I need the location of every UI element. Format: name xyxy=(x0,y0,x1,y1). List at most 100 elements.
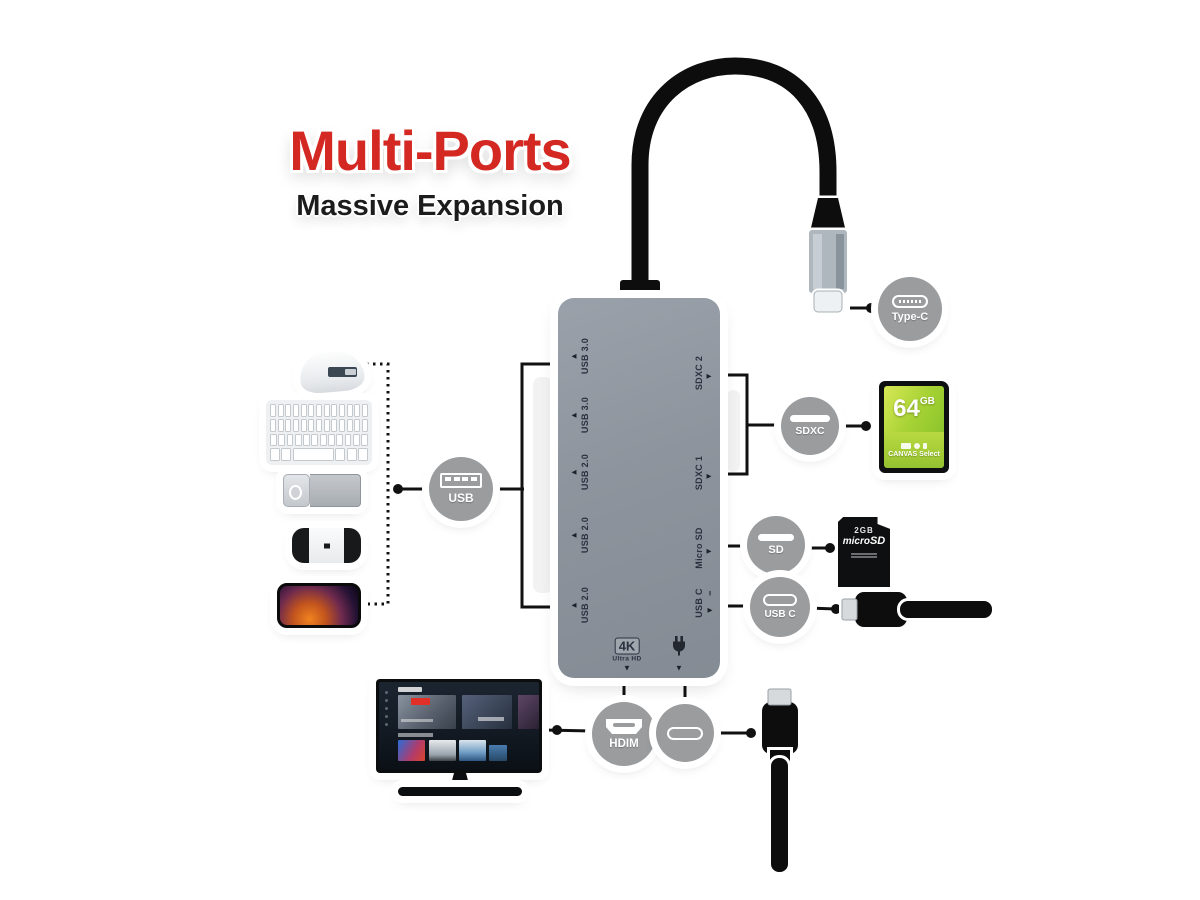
tv-ui-thumbnail xyxy=(398,740,426,762)
monitor-line xyxy=(543,728,593,733)
port-arrow-icon: ▶ xyxy=(706,373,712,380)
usb-c-host-plug xyxy=(806,195,850,315)
subtitle: Massive Expansion xyxy=(296,190,564,222)
port-arrow-icon: ◀ xyxy=(571,532,577,539)
4k-badge: 4K xyxy=(614,637,640,655)
keyboard-row xyxy=(270,433,369,447)
key-fob-button xyxy=(323,543,330,548)
sd-slot-icon xyxy=(790,415,830,422)
micro-sd-logo: microSD xyxy=(842,535,886,547)
sd-card-label-top: 64GB xyxy=(884,386,944,433)
port-arrow-icon: ◀ xyxy=(571,469,577,476)
background-shape xyxy=(727,390,740,472)
hub-port-label-right: SDXC 1 xyxy=(694,455,704,491)
port-arrow-icon: ◀ xyxy=(571,412,577,419)
usb-flash-drive xyxy=(283,474,361,507)
usb-a-port-icon xyxy=(440,473,482,488)
hub-port-label-left: USB 3.0 xyxy=(580,396,590,434)
type-c-badge-label: Type-C xyxy=(891,311,929,323)
power-plug-icon xyxy=(673,636,685,656)
sd-card: 64GB CANVAS Select xyxy=(879,381,949,473)
down-arrow-icon: ▼ xyxy=(623,663,631,673)
tv-ui-caption xyxy=(401,718,434,722)
hdmi-port-icon xyxy=(606,719,642,734)
sdxc-badge-label: SDXC xyxy=(795,425,825,437)
sd-card-logos xyxy=(901,442,927,449)
sdxc-badge: SDXC xyxy=(781,397,839,455)
title: Multi-Ports xyxy=(289,119,571,182)
micro-sd-fineprint xyxy=(851,553,877,558)
hdmi-badge-label: HDIM xyxy=(609,738,639,750)
car-key-fob xyxy=(292,528,361,563)
usb-badge-label: USB xyxy=(448,491,474,505)
keyboard-row xyxy=(270,418,369,432)
charge-bars-icon: ‖ xyxy=(708,590,712,598)
key-fob-end xyxy=(344,528,361,563)
pointer-dot xyxy=(825,543,835,553)
hub-port-label-left: USB 2.0 xyxy=(580,453,590,491)
tv-ui-thumbnail xyxy=(459,740,487,762)
tv-base xyxy=(398,787,522,796)
pointer-dot xyxy=(861,421,871,431)
port-arrow-icon: ◀ xyxy=(571,353,577,360)
tv-screen xyxy=(379,682,539,770)
port-arrow-icon: ▶ xyxy=(706,473,712,480)
tv-monitor xyxy=(376,679,542,773)
pointer-dot xyxy=(831,604,841,614)
tv-ui-thumbnail xyxy=(518,695,539,729)
usb-c-badge-label: USB C xyxy=(764,609,796,620)
type-c-port-icon xyxy=(763,594,797,606)
sd-badge-label: SD xyxy=(768,544,784,556)
port-arrow-icon: ◀ xyxy=(571,602,577,609)
usb-c-badge: USB C xyxy=(750,577,810,637)
flash-drive-loop xyxy=(289,485,302,500)
hub-port-label-left: USB 2.0 xyxy=(580,516,590,554)
tv-ui-heading xyxy=(398,687,423,692)
port-arrow-icon: ▶ xyxy=(706,548,712,555)
tv-ui-caption xyxy=(478,717,504,721)
keyboard-row xyxy=(270,448,368,461)
usb-c-cable-bottom xyxy=(759,686,801,875)
sdxc-bracket xyxy=(727,373,749,476)
usb-hub-body xyxy=(558,298,720,678)
usb-c-cable-right xyxy=(839,589,995,630)
pointer-dot xyxy=(746,728,756,738)
tv-ui-thumbnail xyxy=(428,740,456,762)
tv-ui-sidebar xyxy=(384,690,389,753)
hub-port-label-left: USB 3.0 xyxy=(580,337,590,375)
type-c-port-icon xyxy=(667,726,703,740)
pointer-dot xyxy=(866,303,876,313)
micro-sd-card: 2GB microSD xyxy=(838,517,890,587)
sd-slot-icon xyxy=(758,534,794,541)
sd-card-label-bottom: CANVAS Select xyxy=(884,432,944,468)
hdmi-badge: HDIM xyxy=(592,702,656,766)
hub-port-label-right: Micro SD xyxy=(694,527,704,569)
type-c-port-icon xyxy=(892,295,928,308)
tv-ui-thumbnail xyxy=(489,745,507,762)
smartphone xyxy=(277,583,361,628)
sd-card-series: CANVAS Select xyxy=(888,450,940,458)
hub-cable-stub xyxy=(620,280,660,302)
tv-ui-row-title xyxy=(398,733,434,737)
flash-drive-body xyxy=(310,474,361,507)
tv-ui-red-tag xyxy=(411,697,431,705)
tv-ui-thumbnail xyxy=(462,695,512,729)
port-arrow-icon: ▶ xyxy=(707,607,713,614)
pointer-dot xyxy=(552,725,562,735)
sd-card-capacity: 64GB xyxy=(893,395,935,423)
usb-c-host-cable xyxy=(631,57,837,309)
micro-sd-capacity: 2GB xyxy=(854,526,874,535)
down-arrow-icon: ▼ xyxy=(675,663,683,673)
usb-bracket xyxy=(520,362,550,609)
dotted-connector xyxy=(336,362,390,606)
type-c-badge: Type-C xyxy=(878,277,942,341)
usb-badge: USB xyxy=(429,457,493,521)
tv-stand xyxy=(450,773,470,788)
background-shape xyxy=(533,377,553,593)
key-fob-middle xyxy=(308,528,345,563)
hub-port-label-right: USB C xyxy=(694,588,704,618)
keyboard xyxy=(266,400,372,465)
key-fob-end xyxy=(292,528,309,563)
